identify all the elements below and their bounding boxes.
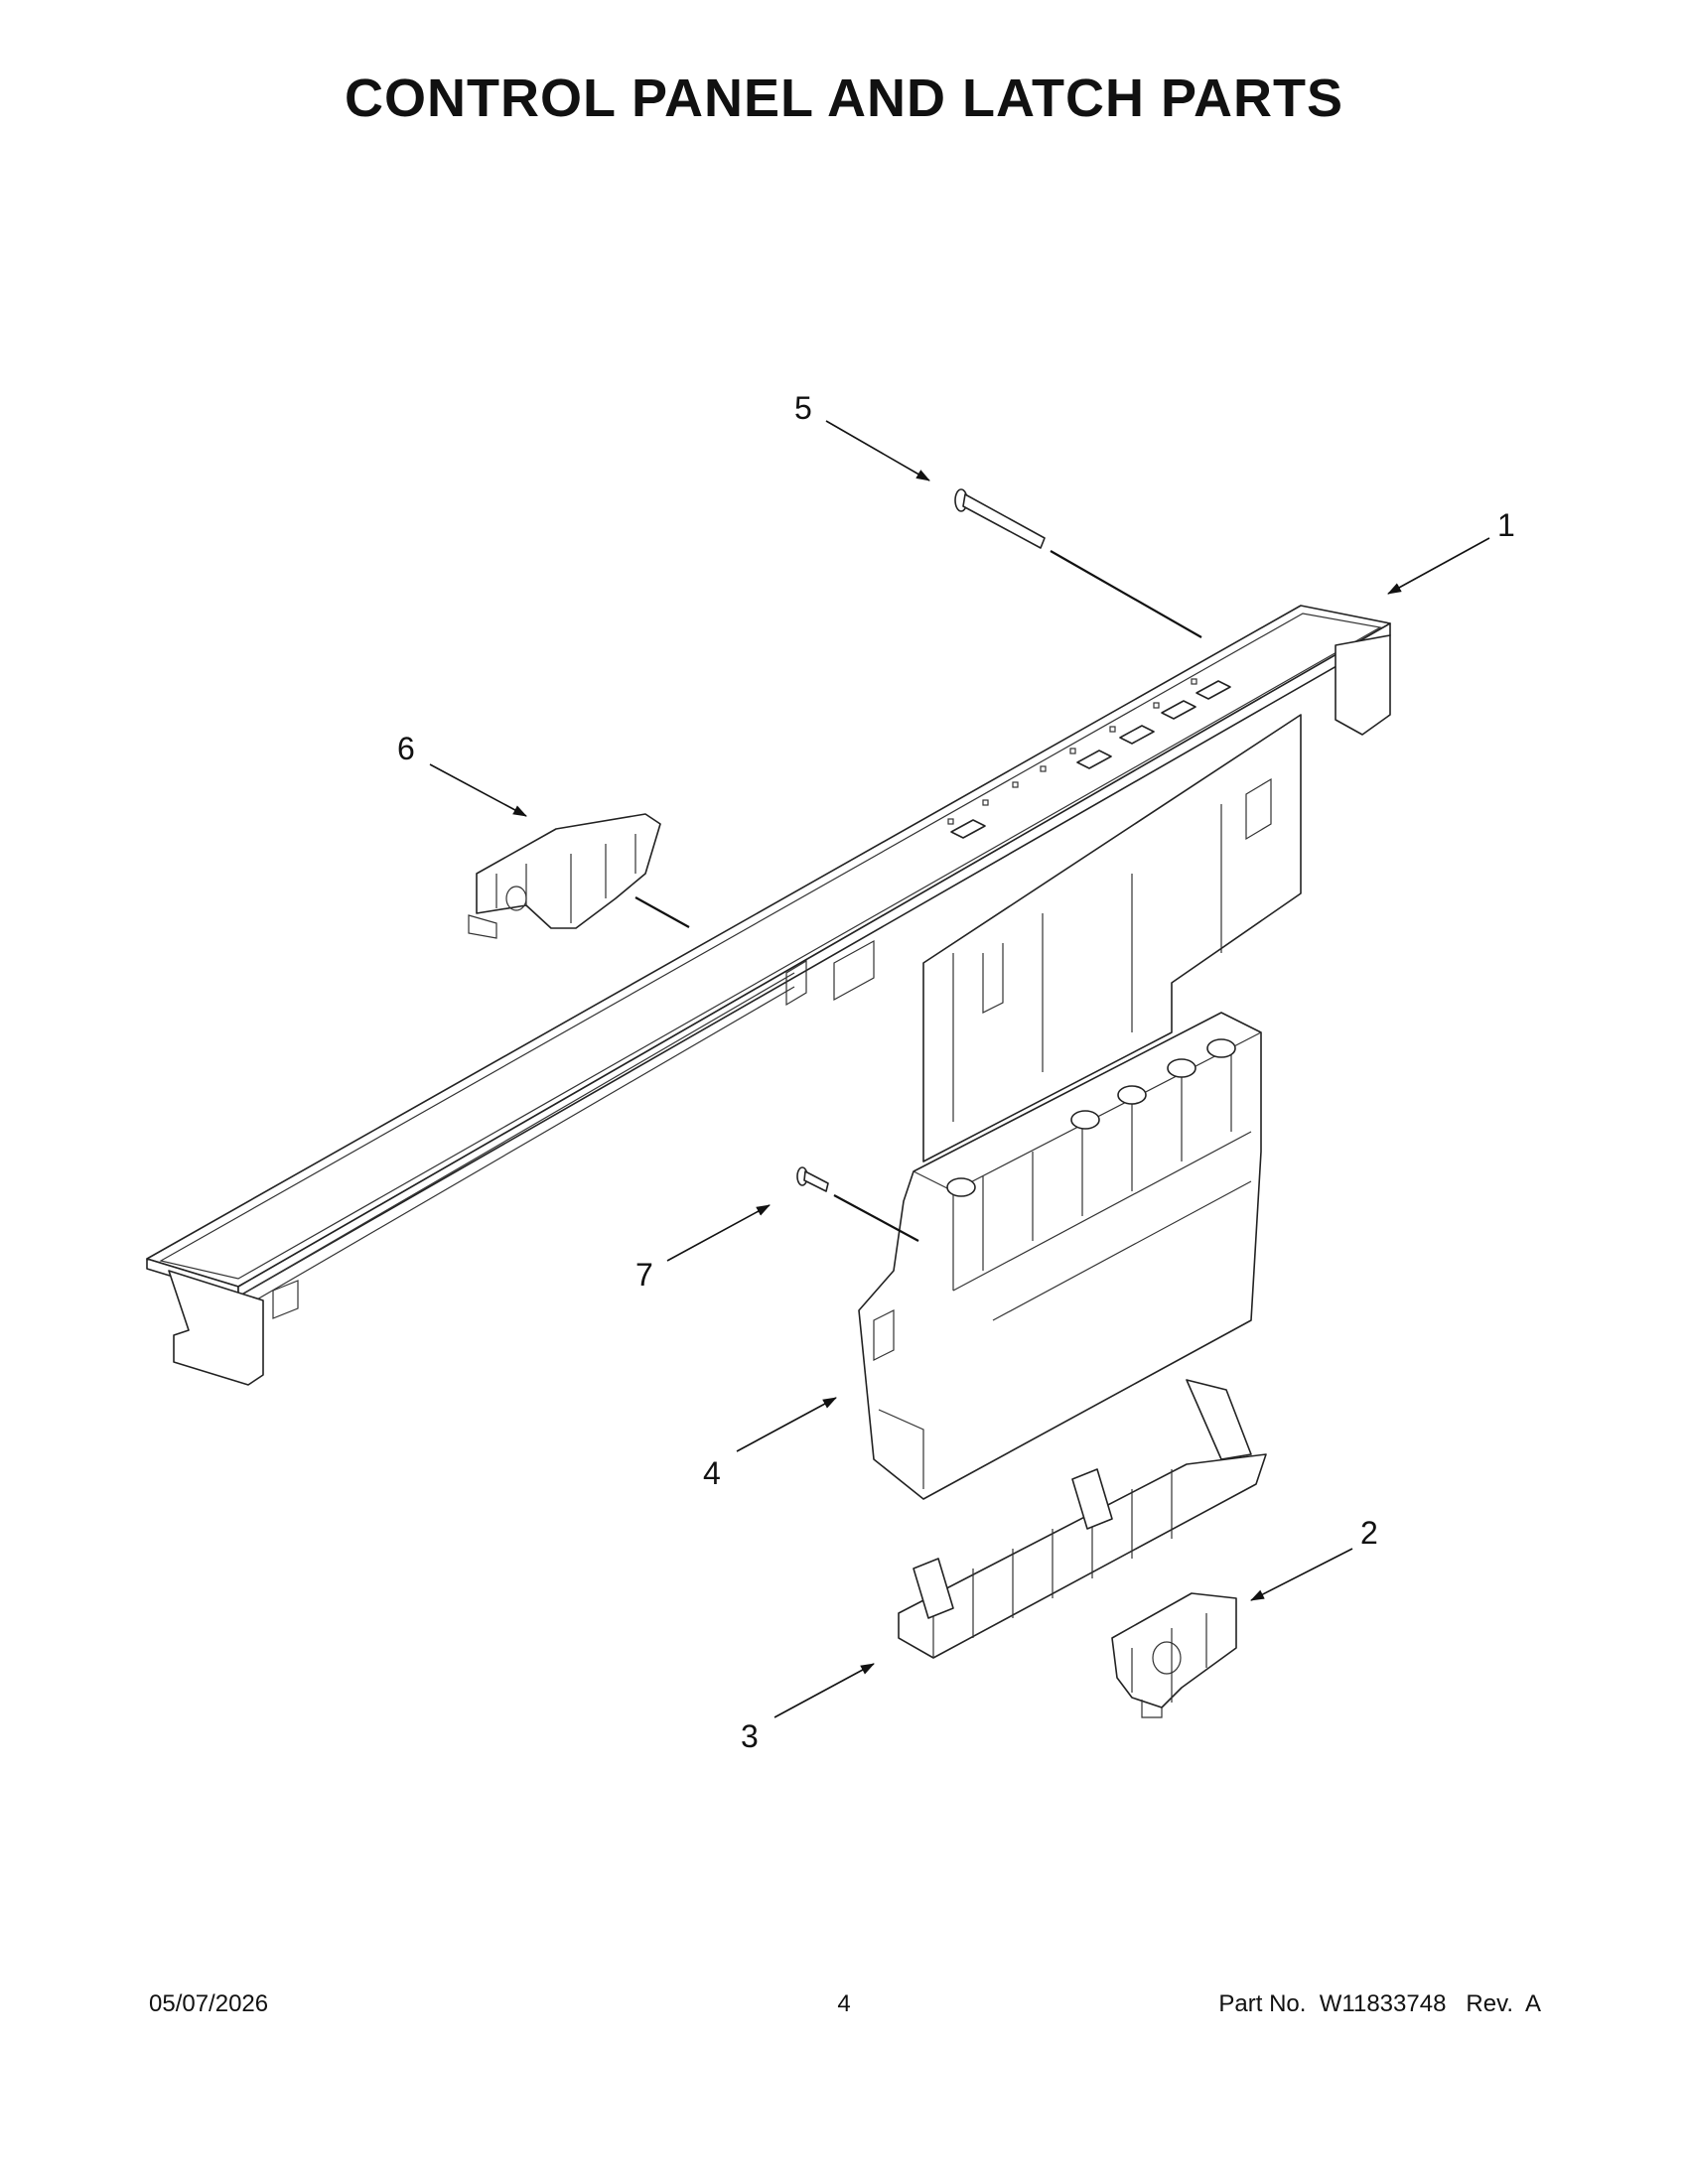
latch-part-2 (1111, 1592, 1237, 1718)
footer-part-number: Part No. W11833748 Rev. A (1218, 1990, 1541, 2017)
page-title: CONTROL PANEL AND LATCH PARTS (345, 68, 1343, 128)
control-module-part-4 (858, 1012, 1262, 1500)
control-panel-part (146, 605, 1391, 1386)
leader-arrows (429, 420, 1490, 1718)
callout-7: 7 (635, 1257, 653, 1293)
callout-6: 6 (397, 731, 415, 766)
callouts: 1 2 3 4 5 6 7 (397, 390, 1515, 1754)
panel-buttons (950, 680, 1231, 839)
callout-3: 3 (741, 1718, 759, 1754)
callout-5: 5 (794, 390, 812, 426)
callout-4: 4 (703, 1455, 721, 1491)
pin-part-5 (954, 488, 1046, 549)
latch-rail-part-3 (898, 1379, 1267, 1659)
footer-page-number: 4 (837, 1990, 851, 2017)
indicator-leds (947, 678, 1197, 825)
module-knobs (946, 1038, 1236, 1197)
footer-date: 05/07/2026 (149, 1990, 269, 2017)
screw-part-7 (796, 1166, 829, 1192)
callout-2: 2 (1360, 1515, 1378, 1551)
callout-1: 1 (1497, 507, 1515, 543)
latch-bracket-part-6 (468, 813, 661, 939)
